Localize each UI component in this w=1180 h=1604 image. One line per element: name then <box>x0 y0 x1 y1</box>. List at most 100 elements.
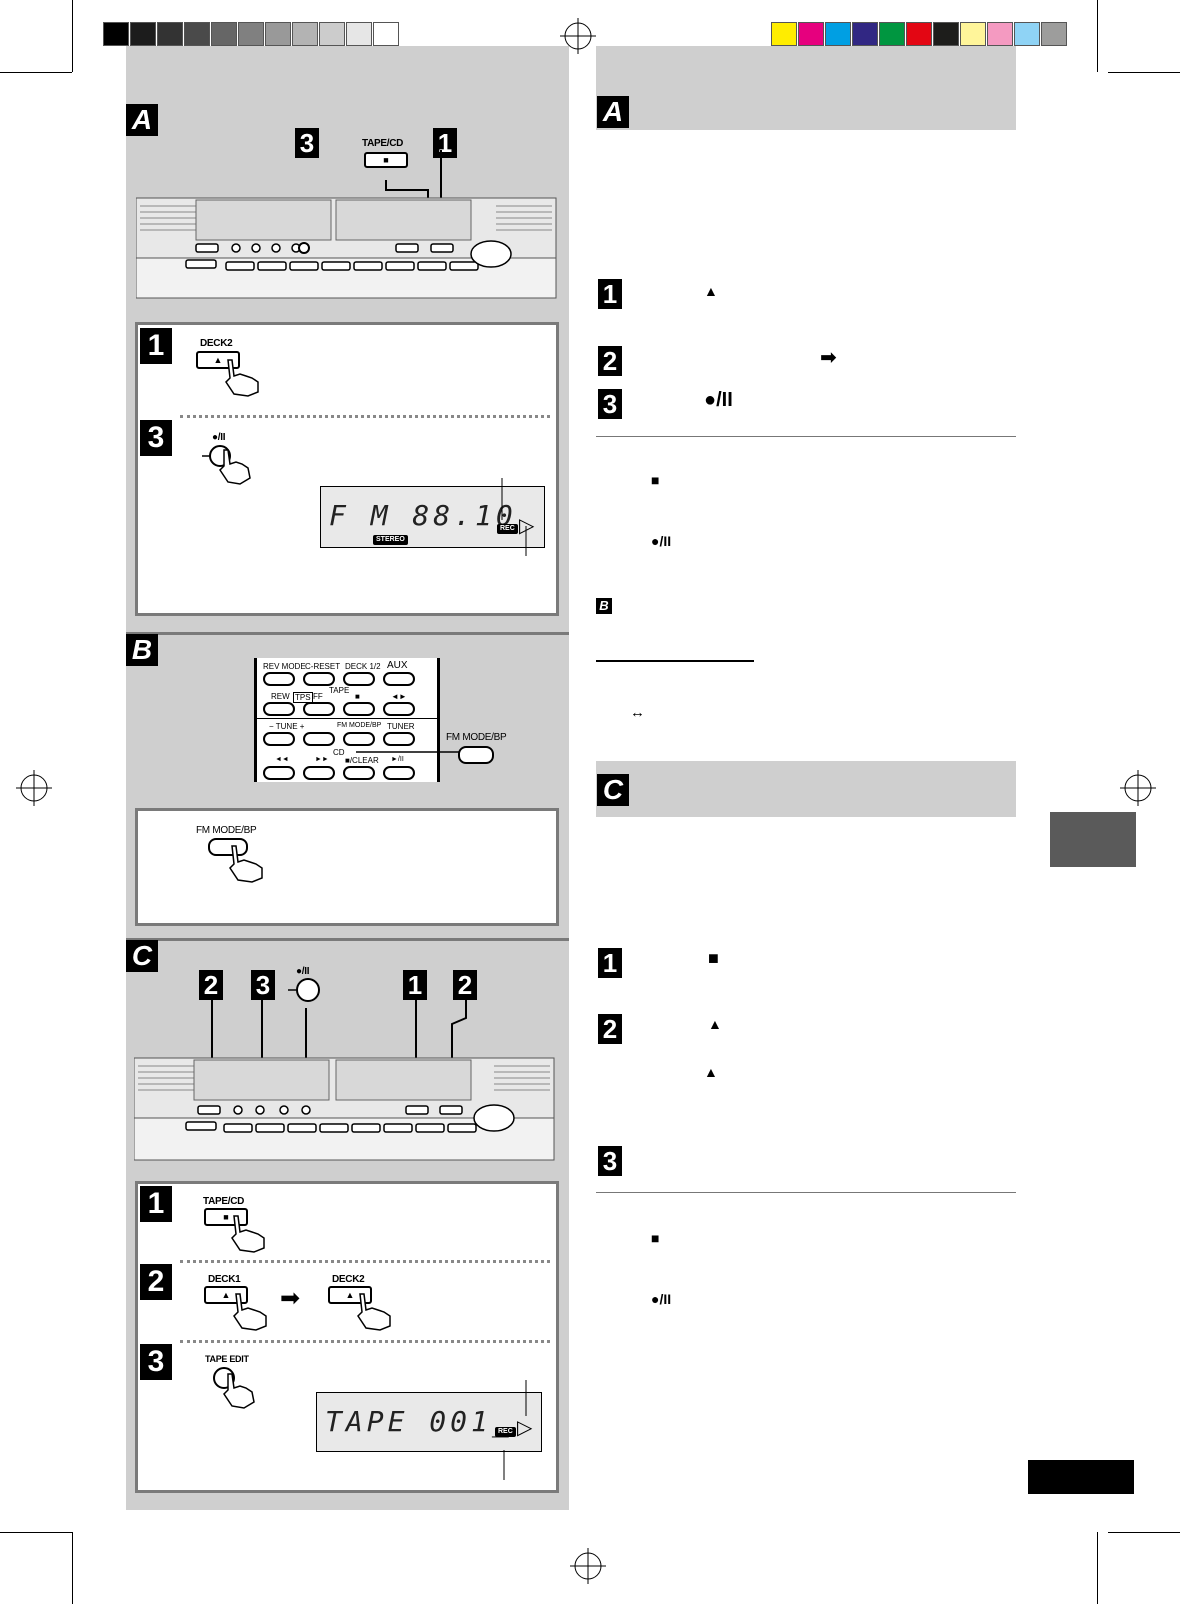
hand-pointer-icon <box>357 1293 391 1331</box>
right-section-a-letter: A <box>597 96 629 128</box>
right-header-band-a <box>596 46 1016 130</box>
tape-edit-button[interactable] <box>210 1366 262 1412</box>
color-swatch <box>906 22 932 46</box>
tape-cd-stop-button[interactable]: ■ <box>364 152 408 168</box>
color-swatch <box>157 22 183 46</box>
color-swatch <box>879 22 905 46</box>
play-direction-arrow: ▷ <box>517 1417 533 1439</box>
right-section-c-letter: C <box>597 774 629 806</box>
next-arrow-icon: ➡ <box>280 1285 301 1312</box>
hand-pointer-icon <box>225 359 259 397</box>
lcd-frequency-text: F M 88.10 <box>329 499 517 532</box>
remote-label-stop: ■ <box>355 692 360 701</box>
remote-label-aux: AUX <box>387 660 408 671</box>
color-swatch <box>265 22 291 46</box>
deck12-key[interactable] <box>343 672 375 686</box>
color-swatch <box>798 22 824 46</box>
callout-2-right: 2 <box>453 970 477 1000</box>
color-swatch <box>933 22 959 46</box>
rec-pause-symbol-icon: ●/II <box>651 533 672 549</box>
section-a-letter: A <box>126 104 158 136</box>
remote-label-cd: CD <box>333 748 345 757</box>
remote-label-clear: ■/CLEAR <box>345 756 379 765</box>
step-2-c: 2 <box>140 1264 172 1300</box>
stereo-indicator: STEREO <box>373 535 408 545</box>
callout-3: 3 <box>295 128 319 158</box>
right-step-1-a: 1 <box>598 279 622 309</box>
stereo-unit-illustration-a <box>136 150 557 299</box>
remote-control-illustration: REV MODE C-RESET DECK 1/2 AUX REW TPS FF… <box>254 658 440 782</box>
stop-symbol-icon: ■ <box>651 472 660 488</box>
section-b-rule <box>126 632 569 635</box>
rec-pause-label: ●/II <box>296 966 310 977</box>
ff-key[interactable] <box>303 702 335 716</box>
play-pause-key[interactable] <box>383 766 415 780</box>
rev-mode-key[interactable] <box>263 672 295 686</box>
lcd-tape-text: TAPE 001_ <box>325 1405 513 1438</box>
step-divider <box>180 1260 550 1263</box>
remote-label-tune: − TUNE + <box>269 722 305 731</box>
page-number-tab <box>1028 1460 1134 1494</box>
color-swatch <box>346 22 372 46</box>
lcd-display-tape: TAPE 001_ REC ▷ <box>316 1392 542 1452</box>
callout-2-left: 2 <box>199 970 223 1000</box>
eject-symbol-icon: ▲ <box>708 1016 722 1032</box>
fm-mode-bp-key[interactable] <box>343 732 375 746</box>
side-index-tab <box>1050 812 1136 867</box>
remote-label-tuner: TUNER <box>387 722 415 731</box>
right-step-3-c: 3 <box>598 1146 622 1176</box>
fm-mode-leader-line <box>356 751 462 753</box>
color-swatch <box>184 22 210 46</box>
rec-pause-button[interactable] <box>198 442 258 488</box>
registration-mark-left <box>16 770 52 806</box>
step-divider <box>180 1340 550 1343</box>
registration-mark-top <box>560 18 596 54</box>
right-step-1-c: 1 <box>598 948 622 978</box>
fm-mode-step-label: FM MODE/BP <box>196 825 257 836</box>
rec-pause-button[interactable] <box>288 976 322 1004</box>
rec-pause-symbol-icon: ●/II <box>651 1291 672 1307</box>
tape-cd-label: TAPE/CD <box>362 138 404 149</box>
remote-label-deck12: DECK 1/2 <box>345 662 381 671</box>
tune-up-key[interactable] <box>303 732 335 746</box>
color-swatch <box>130 22 156 46</box>
stop-key[interactable] <box>343 702 375 716</box>
fm-mode-step-button[interactable] <box>208 838 248 856</box>
step-3-a: 3 <box>140 420 172 456</box>
tape-edit-label: TAPE EDIT <box>205 1354 249 1364</box>
skip-fwd-key[interactable] <box>303 766 335 780</box>
stop-clear-key[interactable] <box>343 766 375 780</box>
remote-divider <box>257 718 437 719</box>
color-swatch <box>960 22 986 46</box>
play-direction-arrow: ▷ <box>519 515 535 537</box>
section-c-letter: C <box>126 940 158 972</box>
c-reset-key[interactable] <box>303 672 335 686</box>
right-step-2-a: 2 <box>598 346 622 376</box>
direction-key[interactable] <box>383 702 415 716</box>
remote-label-skip-fwd: ►► <box>315 756 329 763</box>
skip-back-key[interactable] <box>263 766 295 780</box>
remote-label-skip-back: ◄◄ <box>275 756 289 763</box>
section-b-steps-box <box>135 808 559 926</box>
color-swatch <box>825 22 851 46</box>
registration-mark-bottom <box>570 1548 606 1584</box>
step-1-a: 1 <box>140 328 172 364</box>
color-swatch <box>852 22 878 46</box>
tune-down-key[interactable] <box>263 732 295 746</box>
tuner-key[interactable] <box>383 732 415 746</box>
remote-label-tps: TPS <box>293 692 313 703</box>
rew-key[interactable] <box>263 702 295 716</box>
aux-key[interactable] <box>383 672 415 686</box>
fm-mode-callout-button[interactable] <box>458 746 494 764</box>
right-short-rule <box>596 660 754 662</box>
color-swatch <box>771 22 797 46</box>
color-swatch <box>103 22 129 46</box>
eject-symbol-icon: ▲ <box>704 283 718 299</box>
color-swatch <box>292 22 318 46</box>
step-3-c: 3 <box>140 1344 172 1380</box>
right-step-2-c: 2 <box>598 1014 622 1044</box>
color-swatch <box>373 22 399 46</box>
color-swatch <box>319 22 345 46</box>
right-rule-c <box>596 1192 1016 1193</box>
remote-label-ff: FF <box>313 692 323 701</box>
